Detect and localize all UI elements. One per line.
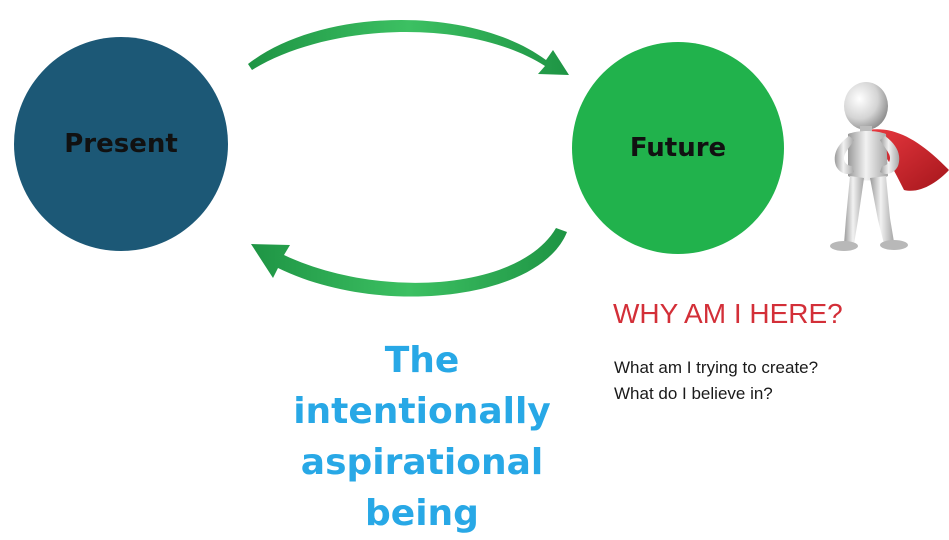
tagline-line: being <box>365 493 479 534</box>
arrow-future-to-present <box>251 228 567 297</box>
present-circle: Present <box>14 37 228 251</box>
future-circle: Future <box>572 42 784 254</box>
tagline-line: aspirational <box>300 442 544 483</box>
why-heading: WHY AM I HERE? <box>613 298 843 329</box>
present-label: Present <box>64 129 178 159</box>
tagline-line: intentionally <box>293 391 551 432</box>
arrow-present-to-future <box>248 19 569 75</box>
question-create: What am I trying to create? <box>614 358 819 377</box>
superhero-figure-icon <box>830 82 949 251</box>
future-label: Future <box>629 133 727 163</box>
tagline: The intentionally aspirational being <box>272 335 572 539</box>
tagline-line: The <box>384 340 460 381</box>
question-believe: What do I believe in? <box>614 384 773 403</box>
